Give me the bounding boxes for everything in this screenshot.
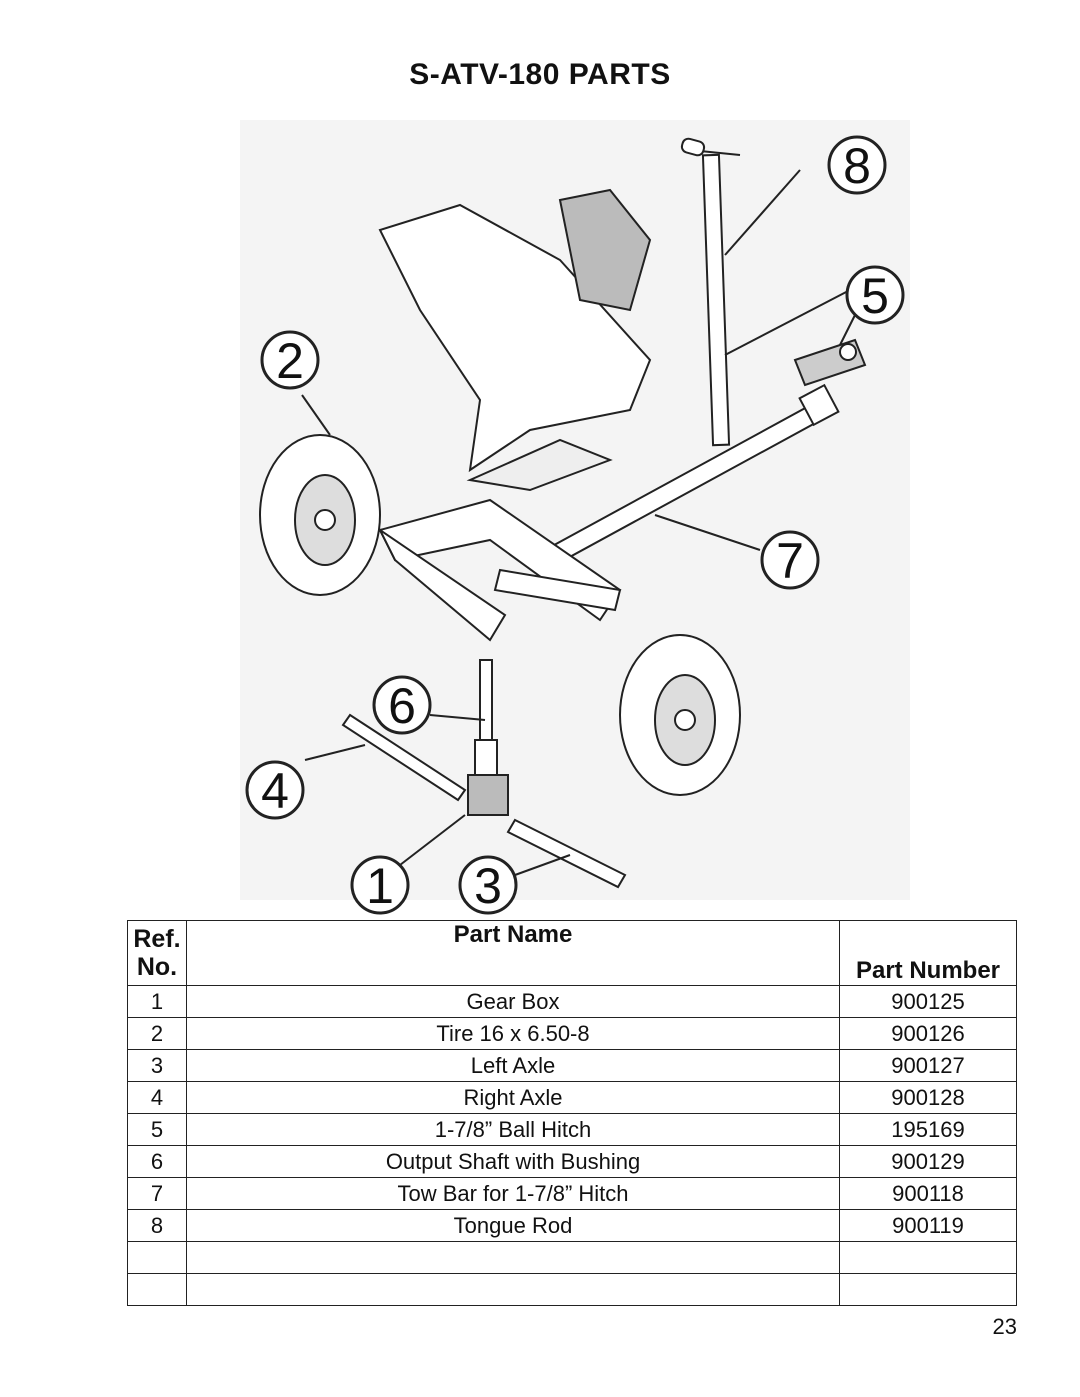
left-axle-drawing: [506, 818, 627, 889]
table-row-empty: [127, 1273, 1017, 1306]
part-name-cell: Tow Bar for 1-7/8” Hitch: [186, 1177, 840, 1210]
part-name-cell: Output Shaft with Bushing: [186, 1145, 840, 1178]
callout-label-3: 3: [474, 858, 502, 914]
part-name-cell: Right Axle: [186, 1081, 840, 1114]
part-name-cell: [186, 1273, 840, 1306]
part-number-cell: 195169: [839, 1113, 1017, 1146]
callout-6: 6: [372, 675, 432, 735]
parts-table-header: Ref. No. Part Name Part Number: [127, 920, 1017, 986]
callout-5: 5: [845, 265, 905, 325]
hopper-drawing: [378, 188, 652, 492]
part-number-cell: 900128: [839, 1081, 1017, 1114]
callout-1: 1: [350, 855, 410, 915]
part-number-cell: 900125: [839, 985, 1017, 1018]
part-number-cell: 900119: [839, 1209, 1017, 1242]
ref-cell: 2: [127, 1017, 187, 1050]
part-name-cell: Left Axle: [186, 1049, 840, 1082]
part-number-header: Part Number: [839, 920, 1017, 986]
part-name-cell: 1-7/8” Ball Hitch: [186, 1113, 840, 1146]
part-name-header: Part Name: [186, 920, 840, 986]
callout-label-8: 8: [843, 138, 871, 194]
callout-label-4: 4: [261, 763, 289, 819]
part-number-cell: [839, 1273, 1017, 1306]
ref-no-header: Ref. No.: [127, 920, 187, 986]
ref-cell: 7: [127, 1177, 187, 1210]
ref-cell: 8: [127, 1209, 187, 1242]
table-row: 4 Right Axle 900128: [127, 1081, 1017, 1114]
left-tire-drawing: [259, 434, 381, 596]
part-name-cell: Tire 16 x 6.50-8: [186, 1017, 840, 1050]
table-row: 1 Gear Box 900125: [127, 985, 1017, 1018]
callout-label-7: 7: [776, 533, 804, 589]
callout-label-2: 2: [276, 333, 304, 389]
right-tire-drawing: [619, 634, 741, 796]
ref-cell: [127, 1273, 187, 1306]
callout-3: 3: [458, 855, 518, 915]
ref-cell: [127, 1241, 187, 1274]
callout-4: 4: [245, 760, 305, 820]
part-number-cell: 900127: [839, 1049, 1017, 1082]
page-number: 23: [992, 1314, 1017, 1339]
table-row-empty: [127, 1241, 1017, 1274]
part-number-cell: 900118: [839, 1177, 1017, 1210]
ref-cell: 5: [127, 1113, 187, 1146]
ref-cell: 1: [127, 985, 187, 1018]
ball-hitch-drawing: [793, 338, 867, 387]
part-number-cell: 900126: [839, 1017, 1017, 1050]
callout-label-1: 1: [366, 858, 394, 914]
table-row: 7 Tow Bar for 1-7/8” Hitch 900118: [127, 1177, 1017, 1210]
table-row: 3 Left Axle 900127: [127, 1049, 1017, 1082]
part-number-cell: 900129: [839, 1145, 1017, 1178]
gear-box-drawing: [467, 774, 509, 816]
leader-lines: [301, 169, 866, 876]
ref-cell: 3: [127, 1049, 187, 1082]
part-number-cell: [839, 1241, 1017, 1274]
parts-table: Ref. No. Part Name Part Number 1 Gear Bo…: [127, 920, 1017, 1306]
table-row: 5 1-7/8” Ball Hitch 195169: [127, 1113, 1017, 1146]
ref-cell: 6: [127, 1145, 187, 1178]
callout-label-6: 6: [388, 678, 416, 734]
table-row: 6 Output Shaft with Bushing 900129: [127, 1145, 1017, 1178]
ref-cell: 4: [127, 1081, 187, 1114]
callout-2: 2: [260, 330, 320, 390]
table-row: 8 Tongue Rod 900119: [127, 1209, 1017, 1242]
callout-7: 7: [760, 530, 820, 590]
table-row: 2 Tire 16 x 6.50-8 900126: [127, 1017, 1017, 1050]
output-shaft-drawing: [474, 659, 498, 781]
exploded-parts-diagram: 1 2 3 4 5 6 7 8: [240, 120, 910, 915]
part-name-cell: Tongue Rod: [186, 1209, 840, 1242]
callout-label-5: 5: [861, 268, 889, 324]
page-title: S-ATV-180 PARTS: [409, 58, 671, 91]
frame-drawing: [377, 498, 622, 642]
callout-8: 8: [827, 135, 887, 195]
tongue-rod-drawing: [680, 137, 741, 447]
part-name-cell: Gear Box: [186, 985, 840, 1018]
part-name-cell: [186, 1241, 840, 1274]
right-axle-drawing: [341, 713, 467, 802]
